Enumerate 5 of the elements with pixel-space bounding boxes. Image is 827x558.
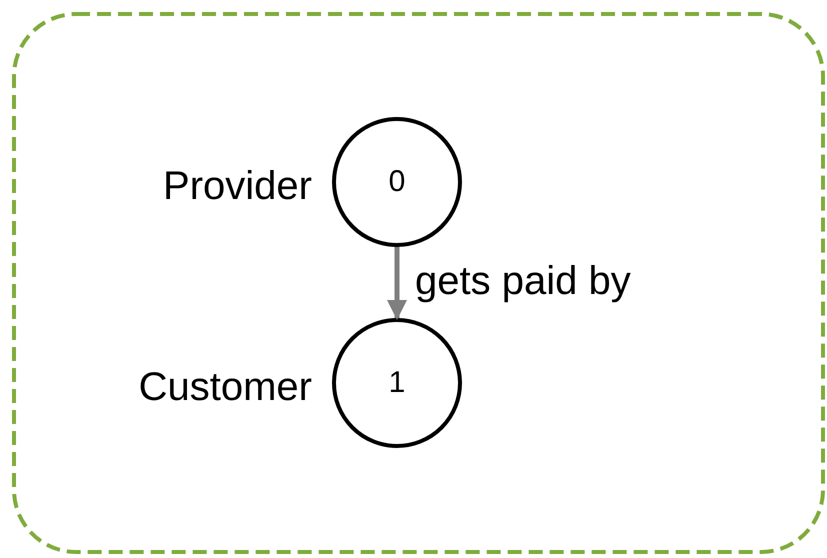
node-number: 0 — [388, 167, 406, 197]
node-number: 1 — [388, 368, 406, 398]
arrow — [387, 247, 407, 320]
node-label: Customer — [138, 367, 312, 407]
node-label: Provider — [163, 166, 312, 206]
